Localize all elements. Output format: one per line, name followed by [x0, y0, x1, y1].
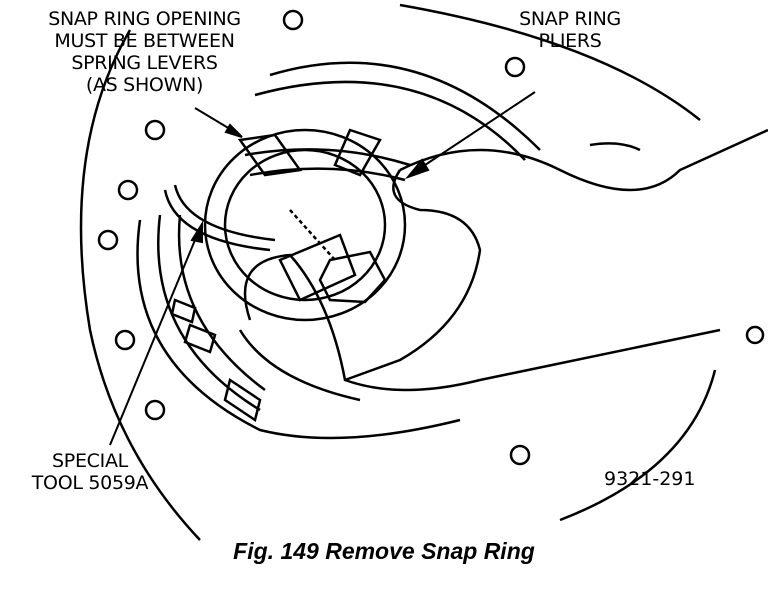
- label-line: MUST BE BETWEEN: [54, 30, 235, 52]
- leader-lines: [109, 91, 536, 446]
- label-line: PLIERS: [538, 30, 602, 52]
- snap-ring-pliers-label: SNAP RING PLIERS: [500, 8, 640, 52]
- special-tool-label: SPECIAL TOOL 5059A: [20, 450, 160, 494]
- housing-outline: [79, 3, 765, 541]
- label-line: SPECIAL: [52, 450, 128, 472]
- snap-ring-pliers: [244, 148, 411, 261]
- figure-id: 9321-291: [604, 468, 696, 490]
- hands: [238, 128, 768, 402]
- clutch-pack: [136, 61, 541, 440]
- label-line: SNAP RING: [519, 8, 621, 30]
- label-line: SPRING LEVERS: [71, 52, 218, 74]
- label-line: TOOL 5059A: [31, 472, 149, 494]
- label-line: (AS SHOWN): [85, 74, 204, 96]
- snap-ring-opening-label: SNAP RING OPENING MUST BE BETWEEN SPRING…: [2, 8, 287, 96]
- label-line: SNAP RING OPENING: [48, 8, 241, 30]
- special-tool-5059a: [163, 184, 387, 304]
- figure-caption: Fig. 149 Remove Snap Ring: [233, 538, 535, 564]
